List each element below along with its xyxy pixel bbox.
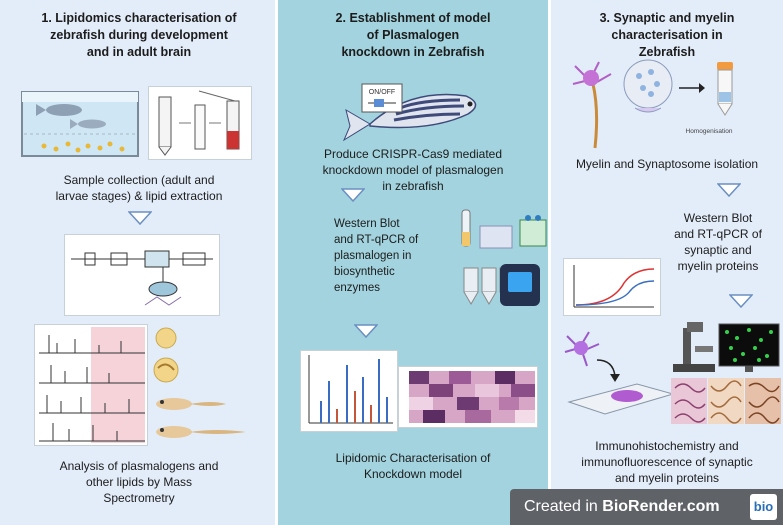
mass-spectra-icon [34,324,148,446]
panel2-step2: Western Blot and RT-qPCR of plasmalogen … [334,218,419,294]
panel2-title: 2. Establishment of model of Plasmalogen… [335,11,491,59]
heatmap-icon [398,366,538,428]
tissue-section-icon [671,378,781,424]
panel-lipidomics: 1. Lipidomics characterisation of zebraf… [0,0,275,525]
zebrafish-larva-icon [153,327,246,438]
synapse-icon [623,59,673,113]
panel-knockdown-model: 2. Establishment of model of Plasmalogen… [278,0,548,525]
panel-synaptic-myelin: 3. Synaptic and myelin characterisation … [551,0,783,525]
lc-ms-schematic-icon [64,234,220,316]
panel1-step2: Analysis of plasmalogens and other lipid… [59,459,219,505]
lipidomic-spectrum-icon [300,350,398,432]
biorender-logo-icon: bio [750,494,777,520]
biorender-brand: BioRender.com [602,498,720,515]
crispr-onoff-label: ON/OFF [369,89,395,96]
panel3-step2: Western Blot and RT-qPCR of synaptic and… [674,211,762,273]
biorender-prefix: Created in [524,498,603,515]
panel1-step1: Sample collection (adult and larvae stag… [55,173,223,203]
zebrafish-crispr-icon: ON/OFF [342,83,477,142]
tank-icon [21,91,139,157]
down-arrow-icon [128,211,152,225]
down-arrow-icon [729,294,753,308]
extraction-tubes-icon [148,86,252,160]
panel3-step3: Immunohistochemistry and immunofluoresce… [581,439,753,485]
biorender-credit: Created in BioRender.com [524,498,720,516]
arrow-right-icon [679,83,705,93]
down-arrow-icon [717,183,741,197]
qpcr-curve-icon [563,258,661,316]
panel2-step3: Lipidomic Characterisation of Knockdown … [335,451,491,481]
neuron-icon [572,61,612,149]
homogenisation-label: Homogenisation [685,128,733,135]
panel2-step1: Produce CRISPR-Cas9 mediated knockdown m… [322,147,504,193]
centrifuge-tube-icon [717,62,733,116]
down-arrow-icon [341,188,365,202]
panel1-title: 1. Lipidomics characterisation of zebraf… [41,11,237,59]
panel-divider [548,0,551,525]
slide-icon [564,331,675,415]
panel3-step1: Myelin and Synaptosome isolation [575,157,759,171]
down-arrow-icon [354,324,378,338]
panel-divider [275,0,278,525]
microscope-icon [673,322,780,372]
thermocycler-icon [500,264,540,306]
panel3-title: 3. Synaptic and myelin characterisation … [599,11,735,59]
biorender-badge[interactable]: Created in BioRender.com bio [510,489,783,525]
